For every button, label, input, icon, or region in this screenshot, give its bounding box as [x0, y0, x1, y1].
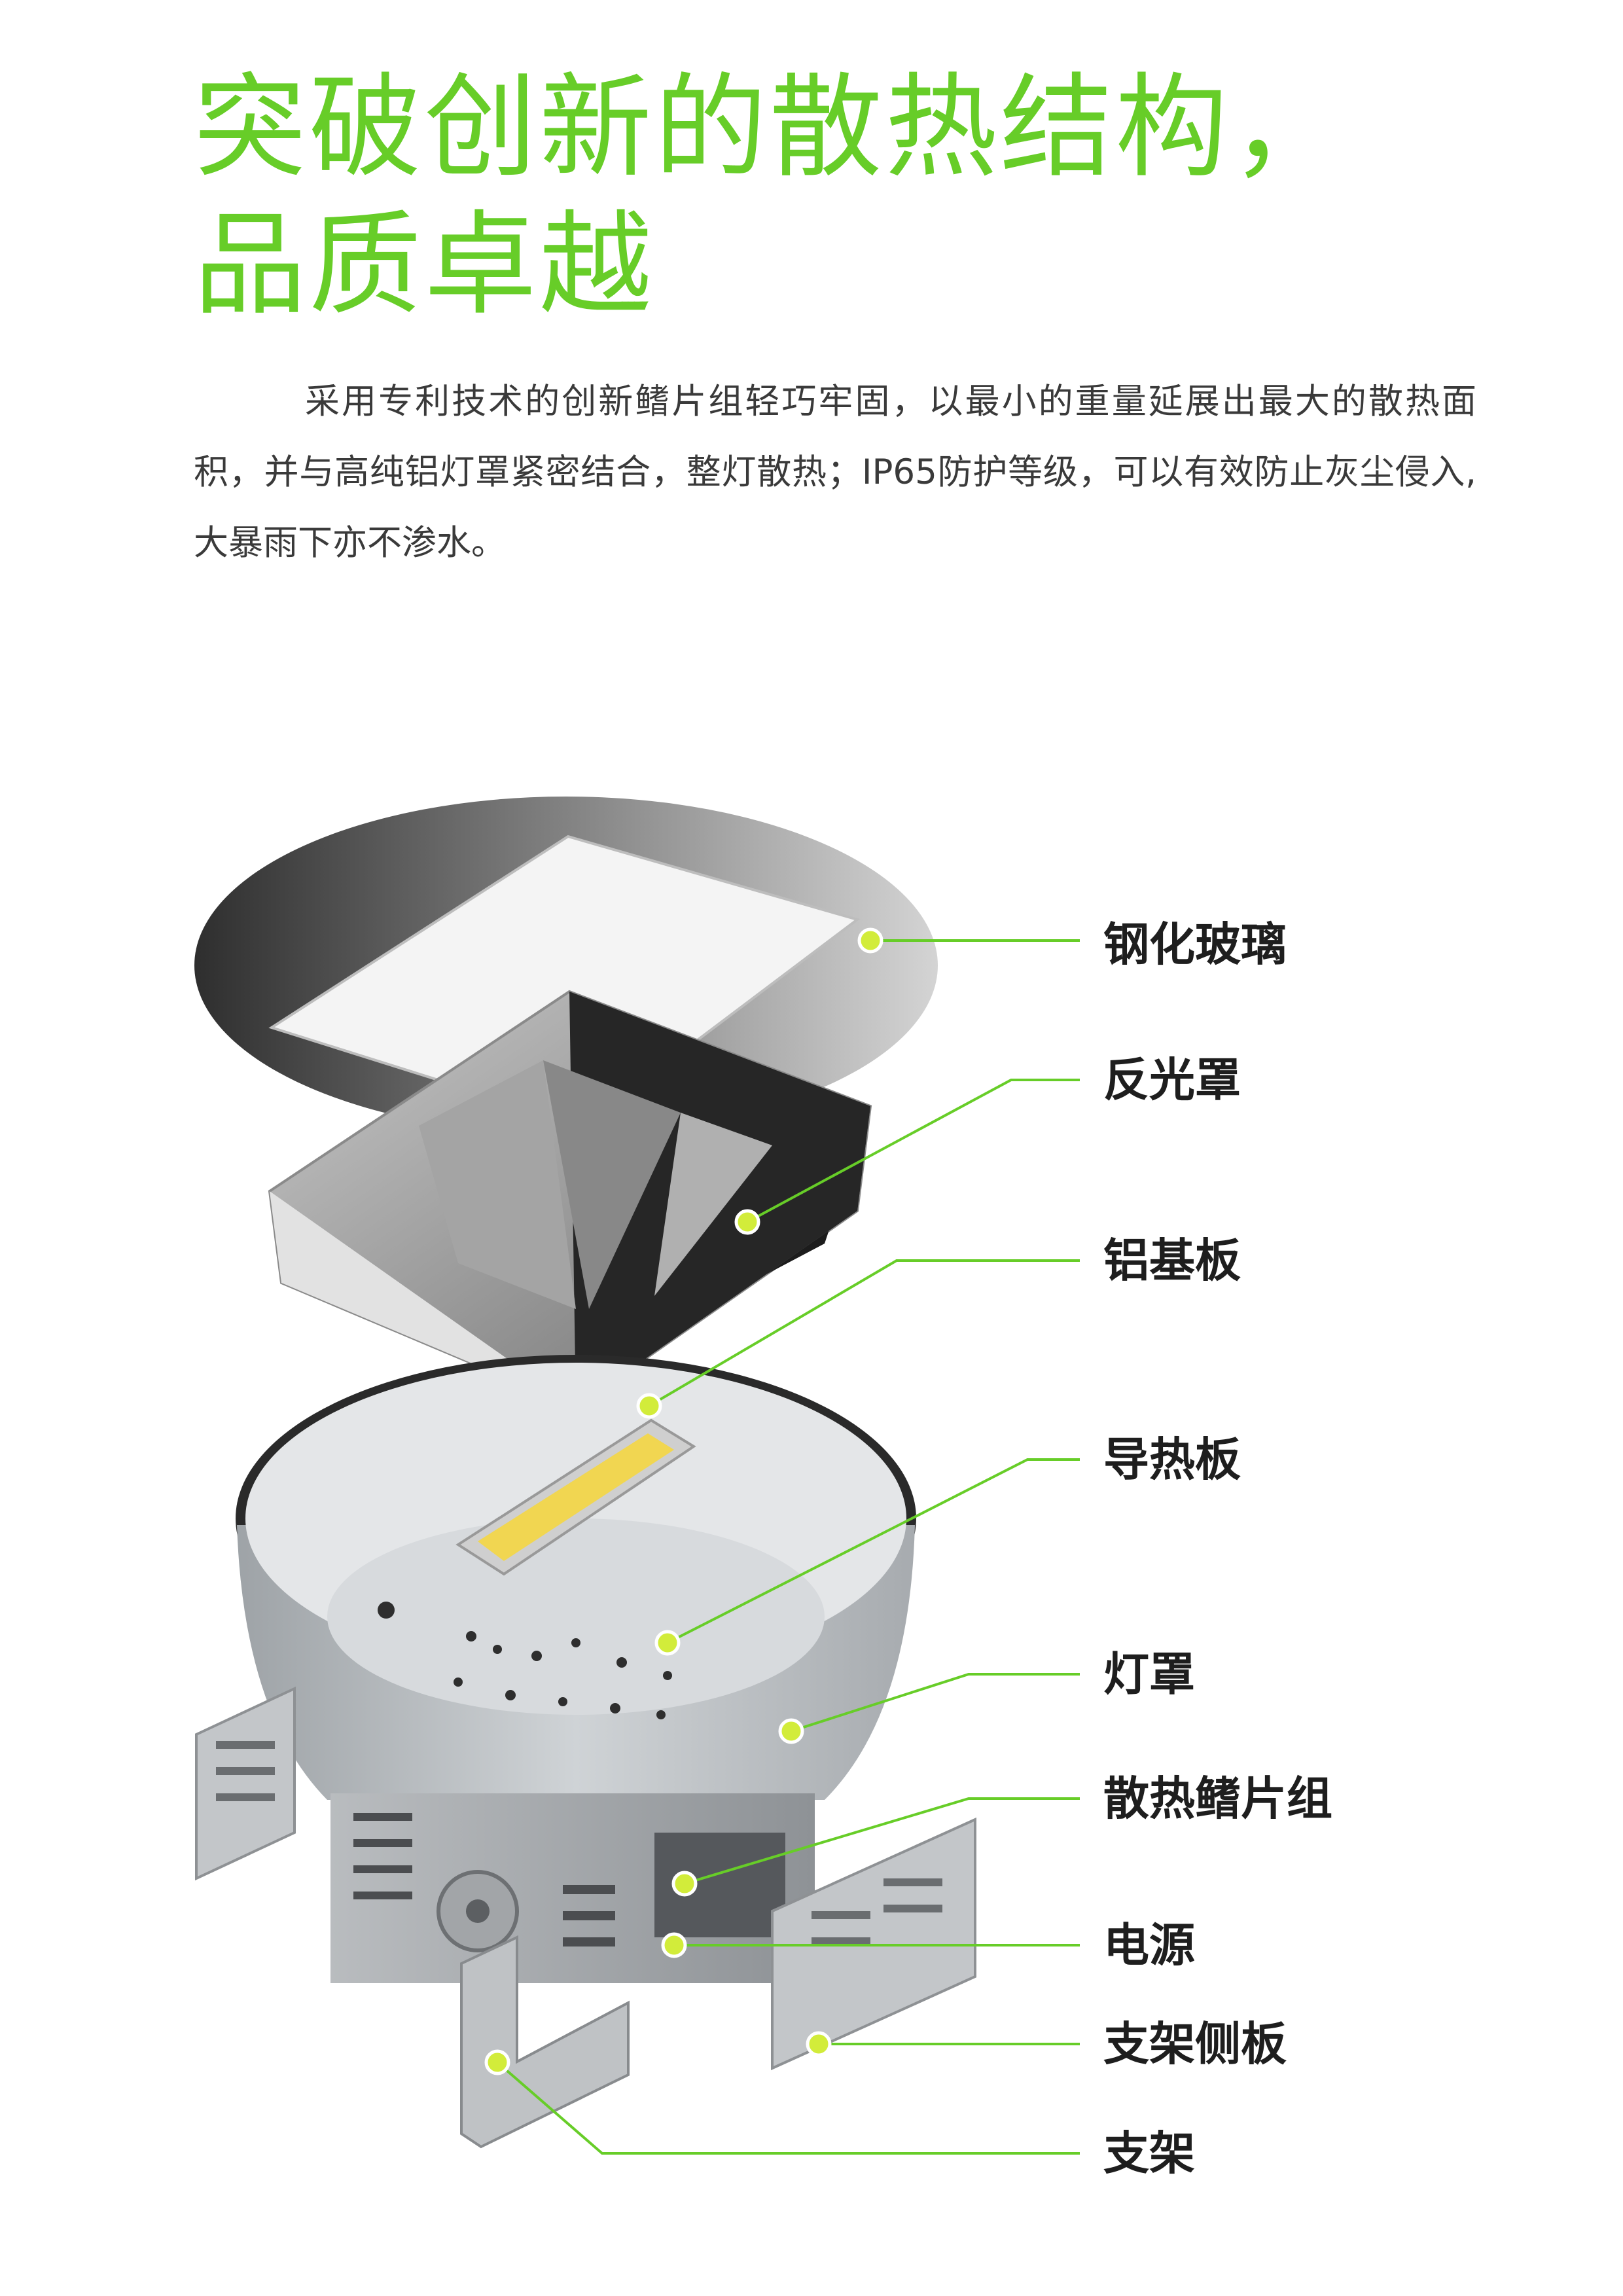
callout-label: 钢化玻璃: [1103, 918, 1287, 971]
headline-line-1: 突破创新的散热结构，: [194, 62, 1346, 193]
callout-line: [648, 1259, 1080, 1407]
callout-dot: [778, 1718, 804, 1744]
thermal-plate-holes: [378, 1602, 672, 1719]
callout-line: [791, 1673, 1080, 1732]
headline: 突破创新的散热结构， 品质卓越: [194, 59, 1346, 334]
intro-paragraph: 采用专利技术的创新鳍片组轻巧牢固，以最小的重量延展出最大的散热面积，并与高纯铝灯…: [194, 382, 1476, 563]
callout-dot: [806, 2031, 832, 2057]
callout-dot: [484, 2049, 510, 2075]
callout-label: 反光罩: [1103, 1053, 1241, 1107]
heatsink-fins-illustration: [330, 1793, 815, 1983]
callout-dot: [636, 1393, 662, 1419]
callout-line: [667, 1458, 1080, 1644]
callout-line: [496, 2061, 1080, 2155]
callout-dot: [734, 1209, 760, 1235]
headline-line-2: 品质卓越: [194, 199, 654, 331]
callout-dot: [671, 1871, 698, 1897]
callout-dot: [661, 1932, 687, 1958]
callout-label: 散热鳍片组: [1103, 1772, 1332, 1825]
callout-label: 电源: [1103, 1918, 1195, 1972]
callout-label: 铝基板: [1103, 1234, 1241, 1287]
callout-line: [747, 1079, 1080, 1223]
led-board-illustration: [455, 1418, 696, 1576]
callout-dot: [857, 927, 883, 954]
callout-label: 支架侧板: [1103, 2017, 1287, 2071]
callout-label: 支架: [1103, 2126, 1195, 2180]
callout-label: 灯罩: [1103, 1647, 1195, 1701]
callout-label: 导热板: [1103, 1433, 1241, 1486]
bracket-illustration: [460, 1935, 630, 2149]
callout-line: [684, 1797, 1080, 1885]
callout-dot: [654, 1630, 681, 1656]
